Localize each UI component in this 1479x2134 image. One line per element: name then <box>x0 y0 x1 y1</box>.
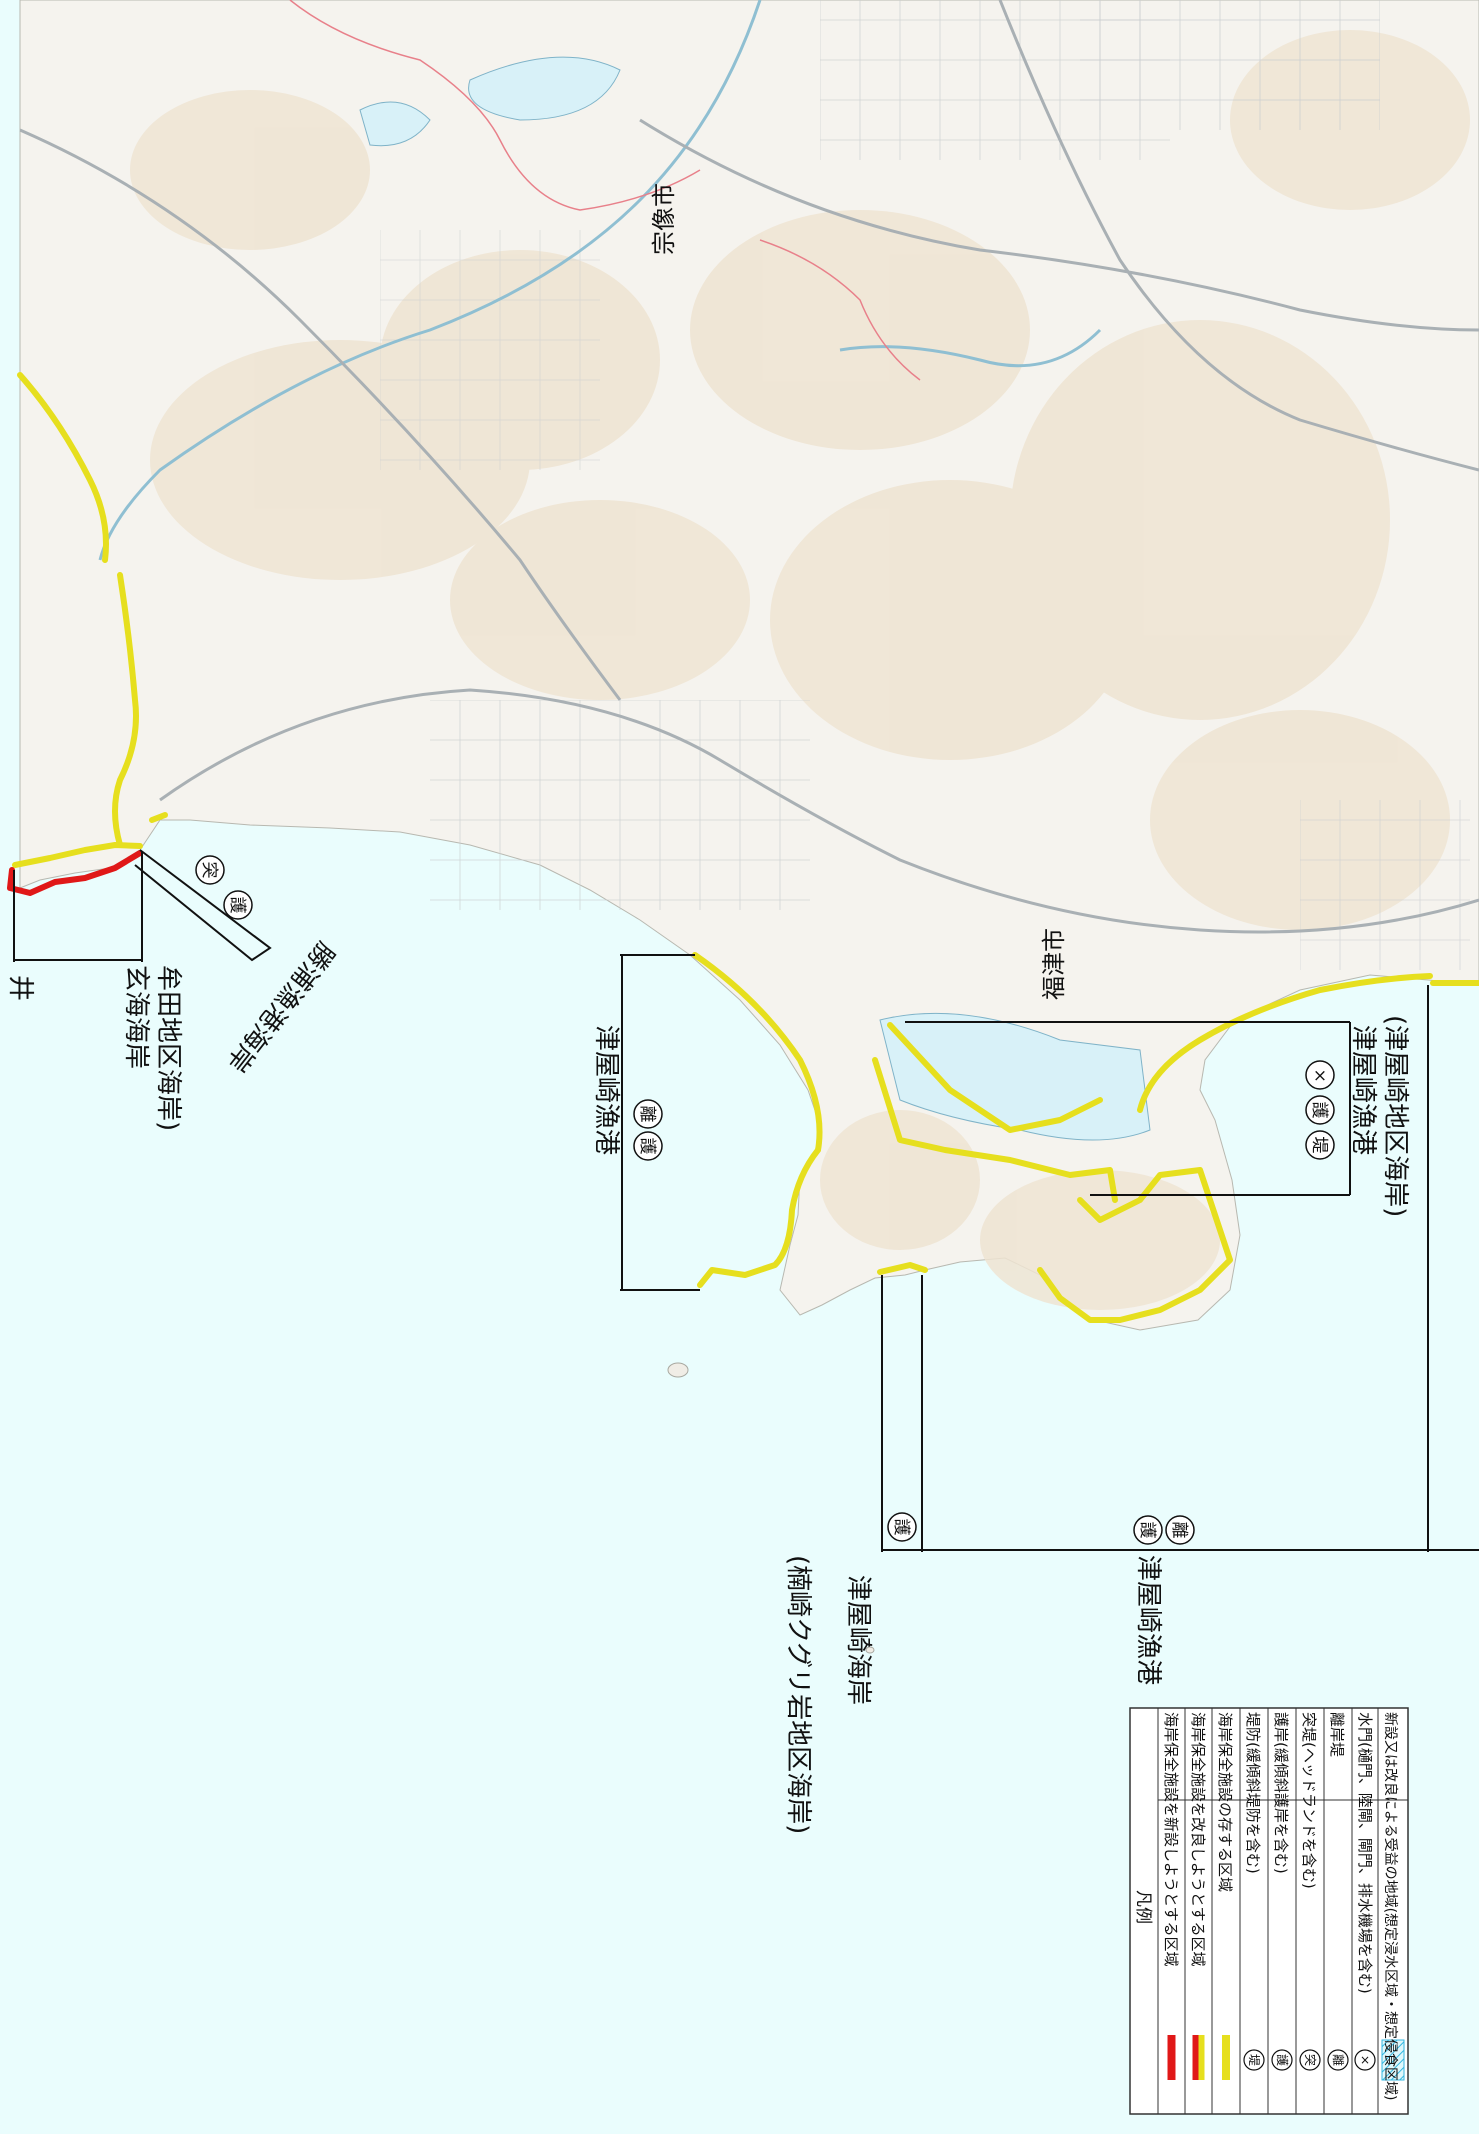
extent-brackets <box>13 849 1479 1552</box>
legend-red-line-symbol <box>1167 2035 1176 2080</box>
symbol-totsu-katsuura: 突 <box>195 855 225 885</box>
svg-text:離: 離 <box>1169 1522 1189 1539</box>
legend-label: 離岸堤 <box>1328 1712 1346 1757</box>
fukutsu-city-label: 福津市 <box>1040 928 1068 1000</box>
symbol-tei-district: 堤 <box>1305 1130 1335 1160</box>
svg-text:堤: 堤 <box>1309 1137 1329 1154</box>
place-labels: 宗像市 福津市 <box>650 183 1068 1000</box>
legend-label: 突堤(ヘッドランドを含む) <box>1300 1712 1318 1889</box>
legend-symbol-glyph: × <box>1360 2053 1370 2067</box>
legend-symbol-glyph: 堤 <box>1247 2054 1261 2066</box>
legend-row: × 水門(樋門、陸閘、閘門、排水機場を含む) <box>1354 1712 1376 2071</box>
genkai-coast-label: 玄海海岸 <box>121 965 151 1069</box>
rivers <box>98 0 1102 561</box>
symbol-ri-port-bottom: 離 <box>1165 1515 1195 1545</box>
legend-hatch-symbol <box>1381 2039 1405 2081</box>
legend-symbol-circle <box>1327 2049 1349 2071</box>
legend-row: 海岸保全施設を改良しようとする区域 <box>1189 1712 1207 2080</box>
symbol-batsu-district: × <box>1305 1060 1335 1090</box>
urban-grid <box>380 0 1470 970</box>
svg-text:×: × <box>1313 1066 1327 1086</box>
symbol-go-district: 護 <box>1305 1095 1335 1125</box>
legend-row: 突 突堤(ヘッドランドを含む) <box>1299 1712 1321 2071</box>
legend-row: 海岸保全施設を新設しようとする区域 <box>1162 1712 1180 2080</box>
kamutada-prefix-label: 井 <box>5 975 35 1001</box>
legend-yellow-line-symbol <box>1222 2035 1230 2080</box>
legend-symbol-circle <box>1271 2049 1293 2071</box>
legend-row: 堤 堤防(緩傾斜堤防を含む) <box>1243 1712 1265 2071</box>
symbol-go-port-bottom: 護 <box>1133 1515 1163 1545</box>
legend-label: 海岸保全施設の存する区域 <box>1216 1712 1234 1892</box>
symbol-go-katsuura: 護 <box>223 890 253 920</box>
facility-symbols: 突 護 護 離 × 護 堤 護 <box>195 855 1335 1545</box>
legend-label: 海岸保全施設を改良しようとする区域 <box>1189 1712 1207 1967</box>
municipal-boundary <box>289 0 921 381</box>
munakata-city-label: 宗像市 <box>650 183 678 255</box>
legend-label: 新設又は改良による受益の地域(想定浸水区域・想定侵食区域) <box>1382 1712 1399 2101</box>
new-coast-line <box>7 850 143 896</box>
legend-box <box>1129 1707 1409 2115</box>
legend-symbol-glyph: 離 <box>1331 2054 1345 2066</box>
legend-label: 護岸(緩傾斜護岸を含む) <box>1272 1712 1290 1874</box>
tsuyazaki-district-coast-label: (津屋崎地区海岸) <box>1380 1015 1410 1217</box>
kusuzaki-coast-label-1: (楠崎クグリ岩地区海岸) <box>783 1555 813 1834</box>
legend-symbol-glyph: 護 <box>1275 2054 1290 2066</box>
svg-text:護: 護 <box>637 1138 657 1155</box>
legend-row: 新設又は改良による受益の地域(想定浸水区域・想定侵食区域) <box>1381 1712 1405 2101</box>
symbol-go-tsuyazaki: 護 <box>633 1131 663 1161</box>
legend-symbol-circle <box>1243 2049 1265 2071</box>
svg-text:護: 護 <box>227 897 247 914</box>
symbol-ri-tsuyazaki: 離 <box>633 1099 663 1129</box>
legend-label: 堤防(緩傾斜堤防を含む) <box>1244 1712 1262 1874</box>
legend-label: 水門(樋門、陸閘、閘門、排水機場を含む) <box>1356 1712 1374 1994</box>
legend-row: 護 護岸(緩傾斜護岸を含む) <box>1271 1712 1293 2071</box>
legend: 凡例 海岸保全施設を新設しようとする区域海岸保全施設を改良しようとする区域海岸保… <box>1129 1707 1409 2115</box>
roads <box>19 0 1479 934</box>
tsuyazaki-port-bottom-label: 津屋崎漁港 <box>1133 1555 1163 1685</box>
tsuyazaki-port-right-label: 津屋崎漁港 <box>1348 1025 1378 1155</box>
legend-symbol-glyph: 突 <box>1303 2054 1318 2066</box>
existing-coast-lines <box>12 372 1479 1323</box>
kusuzaki-coast-label-2: 津屋崎海岸 <box>843 1575 873 1705</box>
svg-text:護: 護 <box>891 1519 911 1536</box>
legend-symbol-circle <box>1299 2049 1321 2071</box>
legend-row: 海岸保全施設の存する区域 <box>1216 1712 1234 2080</box>
tsuyazaki-port-top-label: 津屋崎漁港 <box>591 1025 621 1155</box>
legend-red-part-symbol <box>1192 2035 1199 2080</box>
legend-yellow-part-symbol <box>1198 2035 1205 2080</box>
svg-text:突: 突 <box>199 862 219 879</box>
svg-text:離: 離 <box>637 1106 657 1123</box>
legend-rows: 海岸保全施設を新設しようとする区域海岸保全施設を改良しようとする区域海岸保全施設… <box>1162 1712 1405 2101</box>
legend-title: 凡例 <box>1133 1890 1153 1924</box>
svg-text:護: 護 <box>1309 1102 1329 1119</box>
svg-text:護: 護 <box>1137 1522 1157 1539</box>
legend-symbol-circle <box>1354 2049 1376 2071</box>
terrain-hills <box>130 30 1470 1310</box>
legend-label: 海岸保全施設を新設しようとする区域 <box>1162 1712 1180 1967</box>
islets <box>667 1362 875 1654</box>
kamutada-coast-label: 牟田地区海岸) <box>153 965 183 1131</box>
symbol-go-kusuzaki: 護 <box>887 1512 917 1542</box>
